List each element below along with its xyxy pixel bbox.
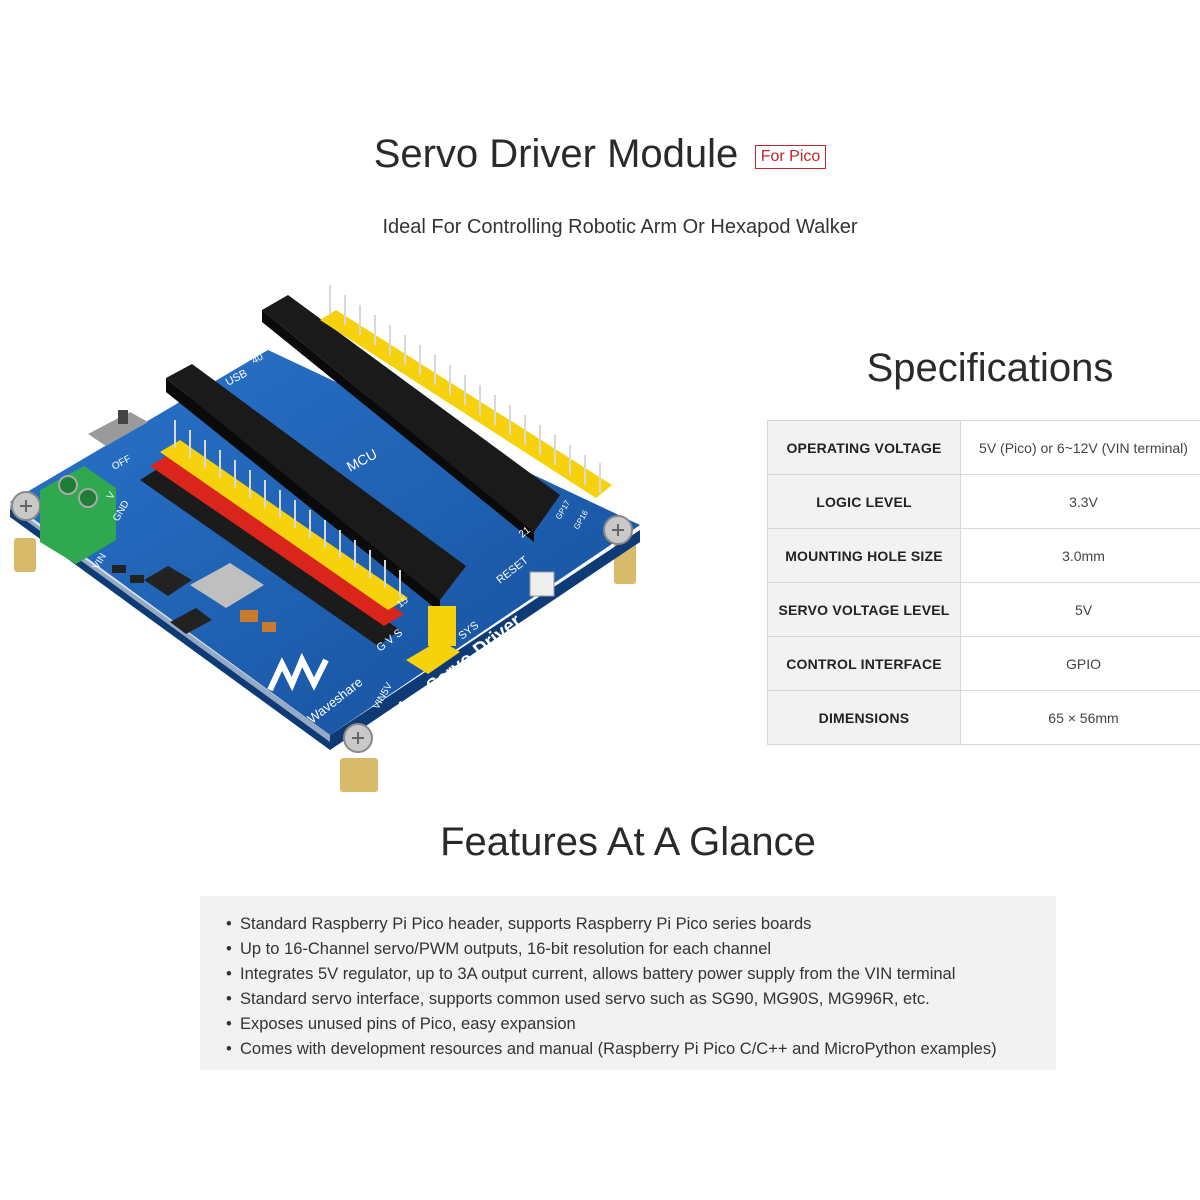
driver-chip (144, 566, 192, 596)
spec-key: OPERATING VOLTAGE (767, 420, 961, 475)
features-heading: Features At A Glance (440, 820, 816, 864)
capacitor (262, 622, 276, 632)
table-row: SERVO VOLTAGE LEVEL 5V (767, 582, 1200, 637)
servo-header-red (150, 454, 404, 626)
list-item: Standard Raspberry Pi Pico header, suppo… (226, 912, 1056, 937)
spec-value: 3.3V (960, 474, 1200, 529)
for-pico-badge: For Pico (754, 144, 827, 169)
screw-slot (20, 500, 32, 512)
power-switch (88, 412, 148, 446)
board-label-40: 40 (250, 352, 265, 367)
spec-key: DIMENSIONS (767, 690, 961, 745)
vsel-jumper-cap (428, 606, 456, 646)
specifications-heading: Specifications (866, 346, 1114, 390)
pico-header-left (166, 364, 466, 600)
servo-header-yellow (160, 440, 408, 610)
features-list-box: Standard Raspberry Pi Pico header, suppo… (200, 896, 1056, 1070)
table-row: OPERATING VOLTAGE 5V (Pico) or 6~12V (VI… (767, 420, 1200, 475)
table-row: LOGIC LEVEL 3.3V (767, 474, 1200, 529)
standoff (14, 538, 36, 572)
resistor (112, 565, 126, 573)
vsel-jumper (406, 640, 460, 674)
regulator-chip (190, 563, 264, 608)
table-row: DIMENSIONS 65 × 56mm (767, 690, 1200, 745)
capacitor (240, 610, 258, 622)
board-label-v: V (105, 490, 118, 502)
features-list: Standard Raspberry Pi Pico header, suppo… (200, 896, 1056, 1062)
spec-key: CONTROL INTERFACE (767, 636, 961, 691)
power-terminal (40, 466, 116, 564)
diode (170, 608, 212, 634)
spec-key: LOGIC LEVEL (767, 474, 961, 529)
spec-value: GPIO (960, 636, 1200, 691)
terminal-screw-icon (78, 488, 98, 508)
resistor (130, 575, 144, 583)
list-item: Comes with development resources and man… (226, 1037, 1056, 1062)
page-subtitle: Ideal For Controlling Robotic Arm Or Hex… (382, 216, 858, 238)
title-row: Servo Driver Module For Pico (0, 132, 1200, 177)
pico-header-left-side (166, 378, 440, 612)
standoff (340, 758, 378, 792)
list-item: Integrates 5V regulator, up to 3A output… (226, 962, 1056, 987)
spec-key: SERVO VOLTAGE LEVEL (767, 582, 961, 637)
servo-pins (174, 420, 401, 598)
reset-button (529, 571, 555, 597)
list-item: Exposes unused pins of Pico, easy expans… (226, 1012, 1056, 1037)
list-item: Standard servo interface, supports commo… (226, 987, 1056, 1012)
spec-value: 3.0mm (960, 528, 1200, 583)
specifications-table: OPERATING VOLTAGE 5V (Pico) or 6~12V (VI… (767, 420, 1200, 745)
spec-value: 65 × 56mm (960, 690, 1200, 745)
terminal-screw-icon (58, 475, 78, 495)
table-row: CONTROL INTERFACE GPIO (767, 636, 1200, 691)
servo-driver-board-image: USB 40 MCU OFF V GND VIN RESET GP17 GP16… (10, 285, 640, 792)
list-item: Up to 16-Channel servo/PWM outputs, 16-b… (226, 937, 1056, 962)
waveshare-logo-icon (267, 652, 329, 692)
pico-header-right-side (262, 310, 534, 542)
gpio-pins (329, 285, 601, 493)
screw-slot (352, 732, 364, 744)
spec-value: 5V (960, 582, 1200, 637)
spec-value: 5V (Pico) or 6~12V (VIN terminal) (960, 420, 1200, 475)
screw-slot (612, 524, 624, 536)
pico-header-right (262, 295, 560, 532)
spec-key: MOUNTING HOLE SIZE (767, 528, 961, 583)
page-title: Servo Driver Module (373, 132, 739, 176)
power-switch-knob (118, 410, 128, 424)
servo-header-black (140, 466, 400, 646)
table-row: MOUNTING HOLE SIZE 3.0mm (767, 528, 1200, 583)
